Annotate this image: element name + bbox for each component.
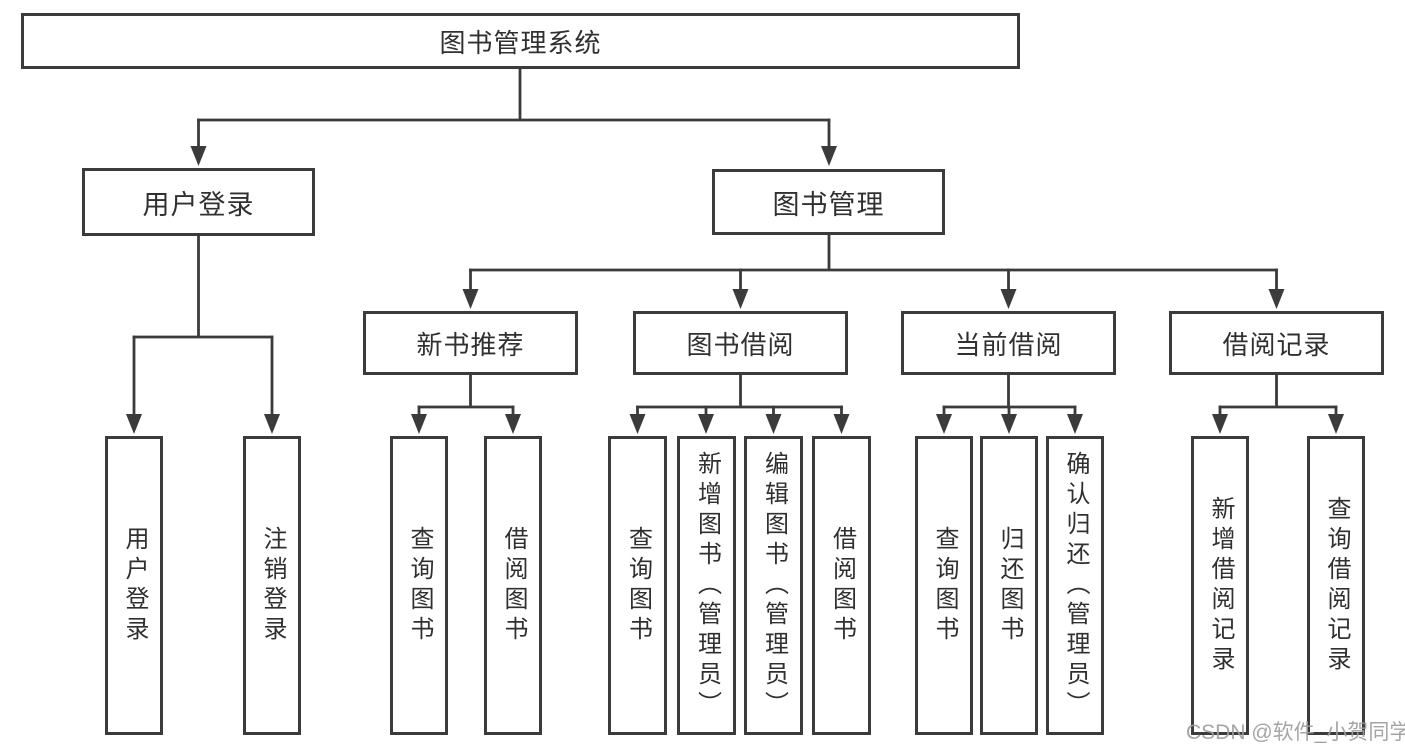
- leaf-confirm-return-admin-label: 确认归还（管理员）: [1062, 450, 1089, 721]
- node-book-management-label: 图书管理: [772, 189, 885, 220]
- leaf-confirm-return-admin: 确认归还（管理员）: [1046, 436, 1104, 735]
- node-current-borrowing-label: 当前借阅: [954, 329, 1063, 360]
- node-new-book-recommend: 新书推荐: [363, 311, 578, 375]
- connector-new-books-to-leaves: [411, 373, 521, 434]
- csdn-watermark: CSDN @软件_小贺同学: [1186, 721, 1405, 744]
- connector-user-login-to-leaves: [126, 234, 280, 434]
- leaf-add-book-admin: 新增图书（管理员）: [677, 436, 736, 735]
- node-user-login-label: 用户登录: [142, 189, 255, 220]
- connector-current-to-leaves: [936, 373, 1083, 434]
- leaf-return-book-label: 归还图书: [996, 525, 1023, 646]
- node-book-borrowing: 图书借阅: [633, 311, 848, 375]
- connector-root-to-level2: [190, 67, 837, 166]
- leaf-query-books-1-label: 查询图书: [406, 525, 433, 646]
- node-borrow-records: 借阅记录: [1169, 311, 1384, 375]
- leaf-query-books-3-label: 查询图书: [931, 525, 958, 646]
- connector-records-to-leaves: [1212, 373, 1344, 434]
- node-library-system: 图书管理系统: [21, 13, 1020, 69]
- node-current-borrowing: 当前借阅: [901, 311, 1116, 375]
- leaf-query-books-1: 查询图书: [390, 436, 448, 735]
- node-library-system-label: 图书管理系统: [439, 27, 602, 58]
- leaf-borrow-books-2-label: 借阅图书: [828, 525, 856, 646]
- leaf-user-login: 用户登录: [105, 436, 163, 735]
- node-book-management: 图书管理: [712, 169, 945, 235]
- leaf-query-books-3: 查询图书: [915, 436, 973, 735]
- leaf-query-books-2: 查询图书: [608, 436, 667, 735]
- node-user-login: 用户登录: [82, 168, 315, 236]
- leaf-add-borrow-record-label: 新增借阅记录: [1207, 495, 1234, 676]
- leaf-user-login-label: 用户登录: [121, 525, 148, 646]
- leaf-query-borrow-record-label: 查询借阅记录: [1323, 495, 1350, 676]
- leaf-borrow-books-1-label: 借阅图书: [500, 525, 527, 646]
- leaf-add-borrow-record: 新增借阅记录: [1191, 436, 1249, 735]
- connector-borrowing-to-leaves: [629, 373, 850, 434]
- leaf-add-book-admin-label: 新增图书（管理员）: [693, 450, 721, 721]
- leaf-edit-book-admin: 编辑图书（管理员）: [744, 436, 803, 735]
- node-new-book-recommend-label: 新书推荐: [416, 329, 525, 360]
- leaf-edit-book-admin-label: 编辑图书（管理员）: [760, 450, 788, 721]
- leaf-logout: 注销登录: [243, 436, 301, 735]
- leaf-return-book: 归还图书: [980, 436, 1038, 735]
- leaf-query-borrow-record: 查询借阅记录: [1307, 436, 1365, 735]
- connector-book-mgmt-to-level3: [462, 233, 1285, 309]
- leaf-borrow-books-2: 借阅图书: [812, 436, 871, 735]
- node-borrow-records-label: 借阅记录: [1222, 329, 1331, 360]
- leaf-query-books-2-label: 查询图书: [624, 525, 652, 646]
- node-book-borrowing-label: 图书借阅: [686, 329, 795, 360]
- leaf-borrow-books-1: 借阅图书: [484, 436, 542, 735]
- leaf-logout-label: 注销登录: [259, 525, 286, 646]
